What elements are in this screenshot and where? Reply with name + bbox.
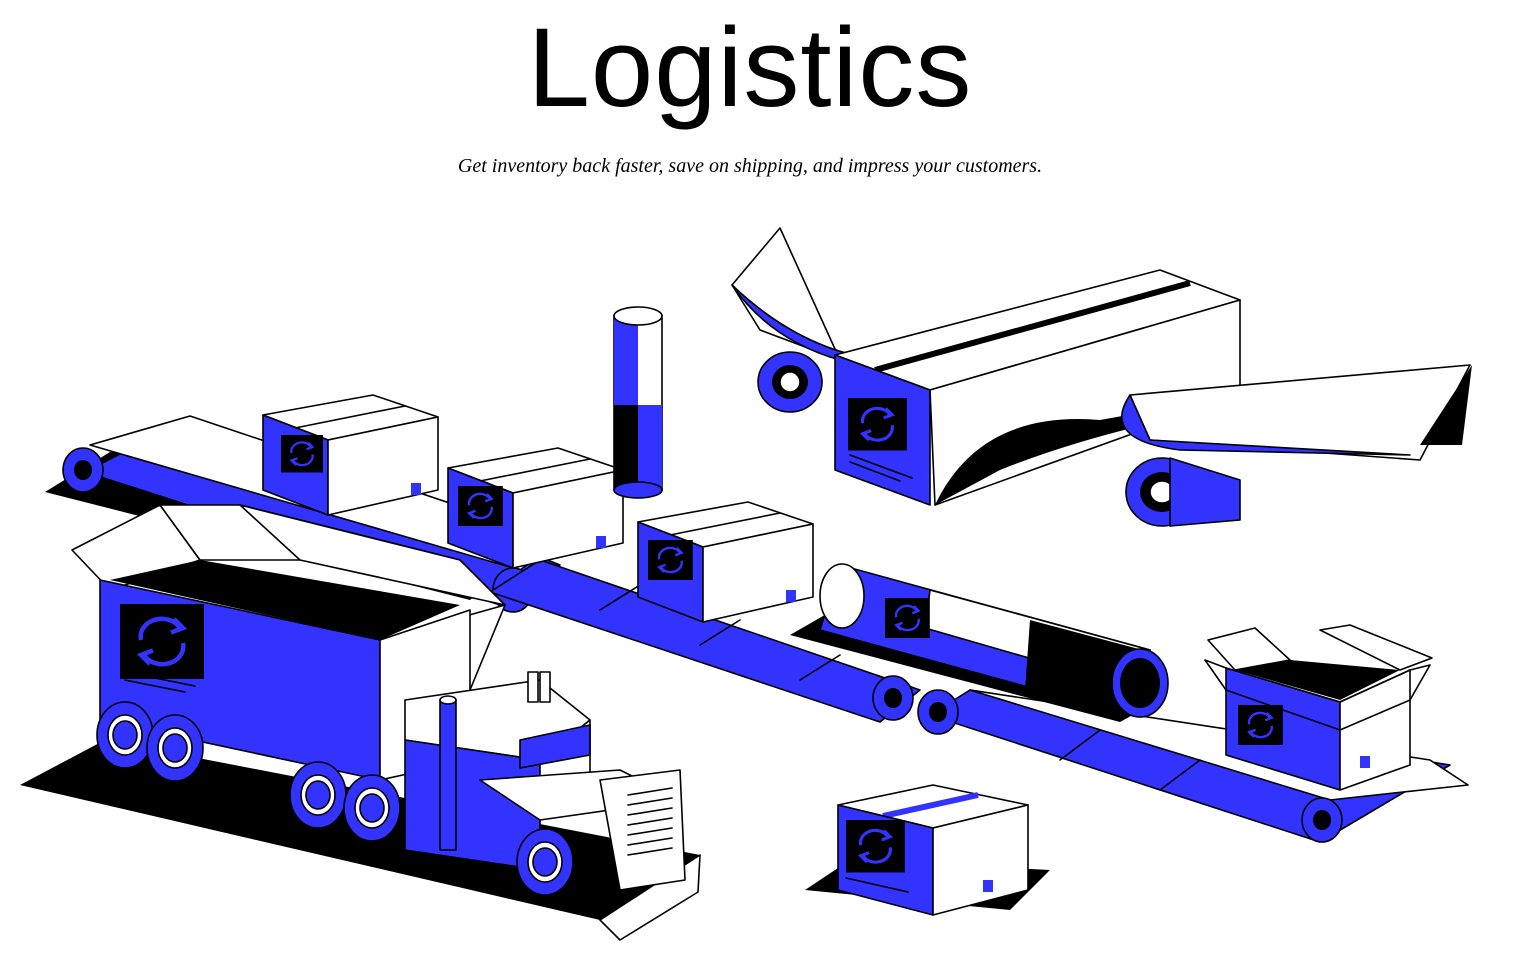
shipping-tube [819,563,1169,718]
truck [20,504,701,941]
box-3 [637,501,814,623]
page-subtitle: Get inventory back faster, save on shipp… [457,155,1043,177]
truck-grille [627,787,673,856]
open-box-right [1204,624,1433,791]
cylinder-post [613,306,663,499]
floor-box [805,784,1050,916]
box-2 [447,447,624,569]
airplane [731,227,1472,527]
page-title: Logistics [527,5,973,130]
conveyor-belt-main [489,559,921,723]
